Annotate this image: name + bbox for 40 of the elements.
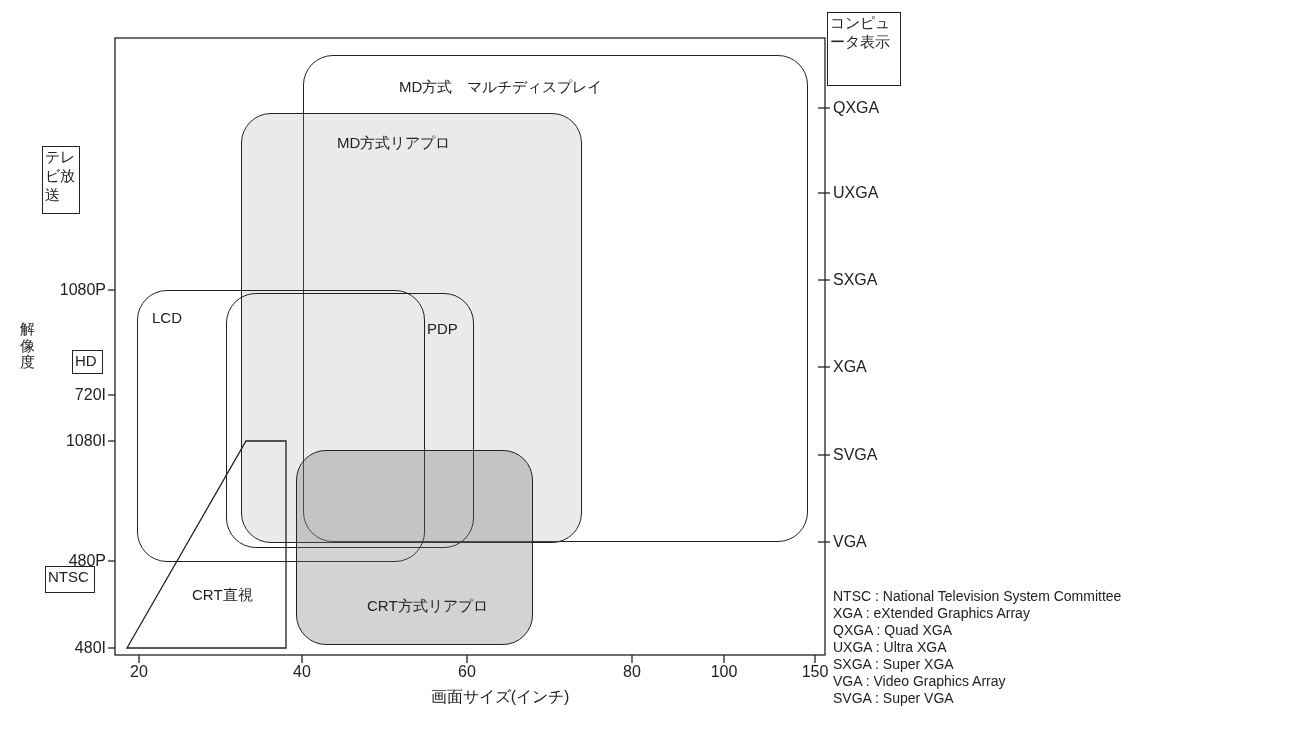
axis-tick-label: SXGA [833,271,878,289]
abbreviation-note: NTSC : National Television System Committee [833,587,1122,605]
region-label: MD方式 マルチディスプレイ [399,78,603,96]
label-box: テレビ放送 [42,146,80,214]
region-label: MD方式リアプロ [337,134,451,152]
axis-tick-label: 1080P [59,281,106,299]
axis-tick-label: 480I [74,639,106,657]
axis-tick-label: QXGA [833,99,880,117]
axis-tick-label: 150 [801,663,829,681]
axis-title: 画面サイズ(インチ) [430,688,570,706]
abbreviation-note: SVGA : Super VGA [833,689,954,707]
abbreviation-note: QXGA : Quad XGA [833,621,953,639]
abbreviation-note: XGA : eXtended Graphics Array [833,604,1030,622]
axis-tick-label: SVGA [833,446,878,464]
region-area [241,113,582,543]
axis-title: 解像度 [20,321,35,371]
abbreviation-note: UXGA : Ultra XGA [833,638,947,656]
axis-tick-label: XGA [833,358,867,376]
axis-tick-label: 80 [623,663,641,681]
region-area [303,55,808,542]
abbreviation-note: VGA : Video Graphics Array [833,672,1006,690]
axis-tick-label: 720I [74,386,106,404]
axis-tick-label: VGA [833,533,867,551]
abbreviation-note: SXGA : Super XGA [833,655,954,673]
region-label: LCD [152,309,182,327]
axis-tick-label: 1080I [65,432,106,450]
region-label: PDP [427,320,458,338]
axis-tick-label: 20 [130,663,148,681]
label-box: コンピュータ表示 [827,12,901,86]
region-area [296,450,533,645]
region-label: CRT方式リアプロ [367,597,488,615]
region-area [226,293,474,548]
label-box: HD [72,350,103,374]
axis-tick-label: 40 [293,663,311,681]
region-area [137,290,425,562]
axis-tick-label: 60 [458,663,476,681]
region-label: CRT直視 [192,586,253,604]
label-box: NTSC [45,566,95,593]
axis-tick-label: UXGA [833,184,879,202]
axis-tick-label: 100 [710,663,738,681]
